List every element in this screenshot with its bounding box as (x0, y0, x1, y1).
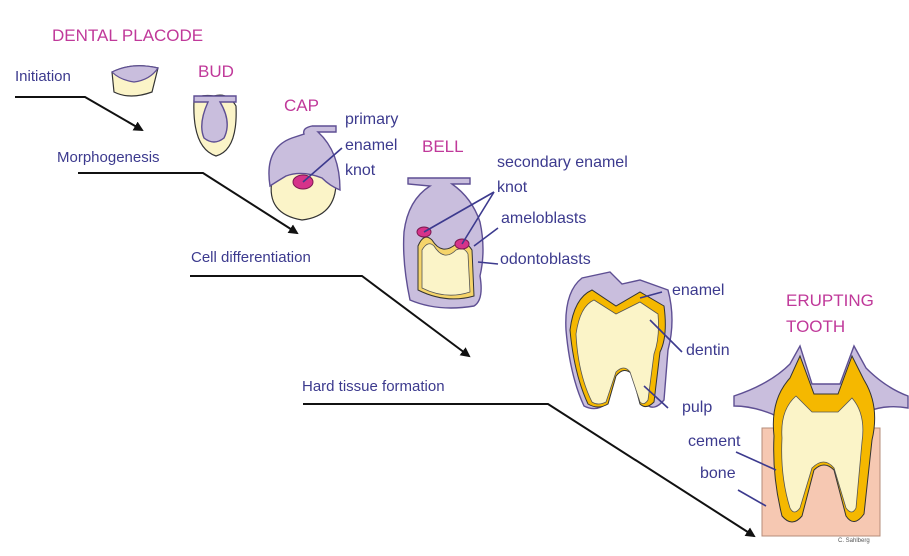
stage-title-cap: CAP (284, 97, 319, 114)
label-bone: bone (700, 466, 736, 482)
label-secondary-enamel: secondary enamel (497, 155, 628, 171)
image-credit: C. Sahlberg (838, 538, 870, 544)
stage-title-bud: BUD (198, 63, 234, 80)
bell-illustration (404, 178, 498, 308)
stage-title-dental-placode: DENTAL PLACODE (52, 27, 203, 44)
label-primary: primary (345, 112, 398, 128)
label-pulp: pulp (682, 400, 712, 416)
label-primary-enamel: enamel (345, 138, 397, 154)
stage-title-erupting: ERUPTING (786, 292, 874, 309)
stage-title-tooth: TOOTH (786, 318, 845, 335)
step-initiation: Initiation (15, 69, 71, 84)
crown-stage-illustration (566, 272, 682, 409)
arrow-hard-tissue (303, 404, 754, 536)
step-hard-tissue-formation: Hard tissue formation (302, 379, 445, 394)
cap-illustration (269, 126, 342, 220)
label-primary-knot: knot (345, 163, 375, 179)
step-cell-differentiation: Cell differentiation (191, 250, 311, 265)
erupting-tooth-illustration (734, 346, 908, 536)
placode-illustration (112, 66, 158, 96)
label-secondary-knot: knot (497, 180, 527, 196)
label-cement: cement (688, 434, 740, 450)
arrow-morphogenesis (78, 173, 297, 233)
label-ameloblasts: ameloblasts (501, 211, 586, 227)
arrow-initiation (15, 97, 142, 130)
step-morphogenesis: Morphogenesis (57, 150, 160, 165)
label-enamel: enamel (672, 283, 724, 299)
stage-title-bell: BELL (422, 138, 464, 155)
label-dentin: dentin (686, 343, 730, 359)
bud-illustration (194, 95, 236, 156)
label-odontoblasts: odontoblasts (500, 252, 591, 268)
